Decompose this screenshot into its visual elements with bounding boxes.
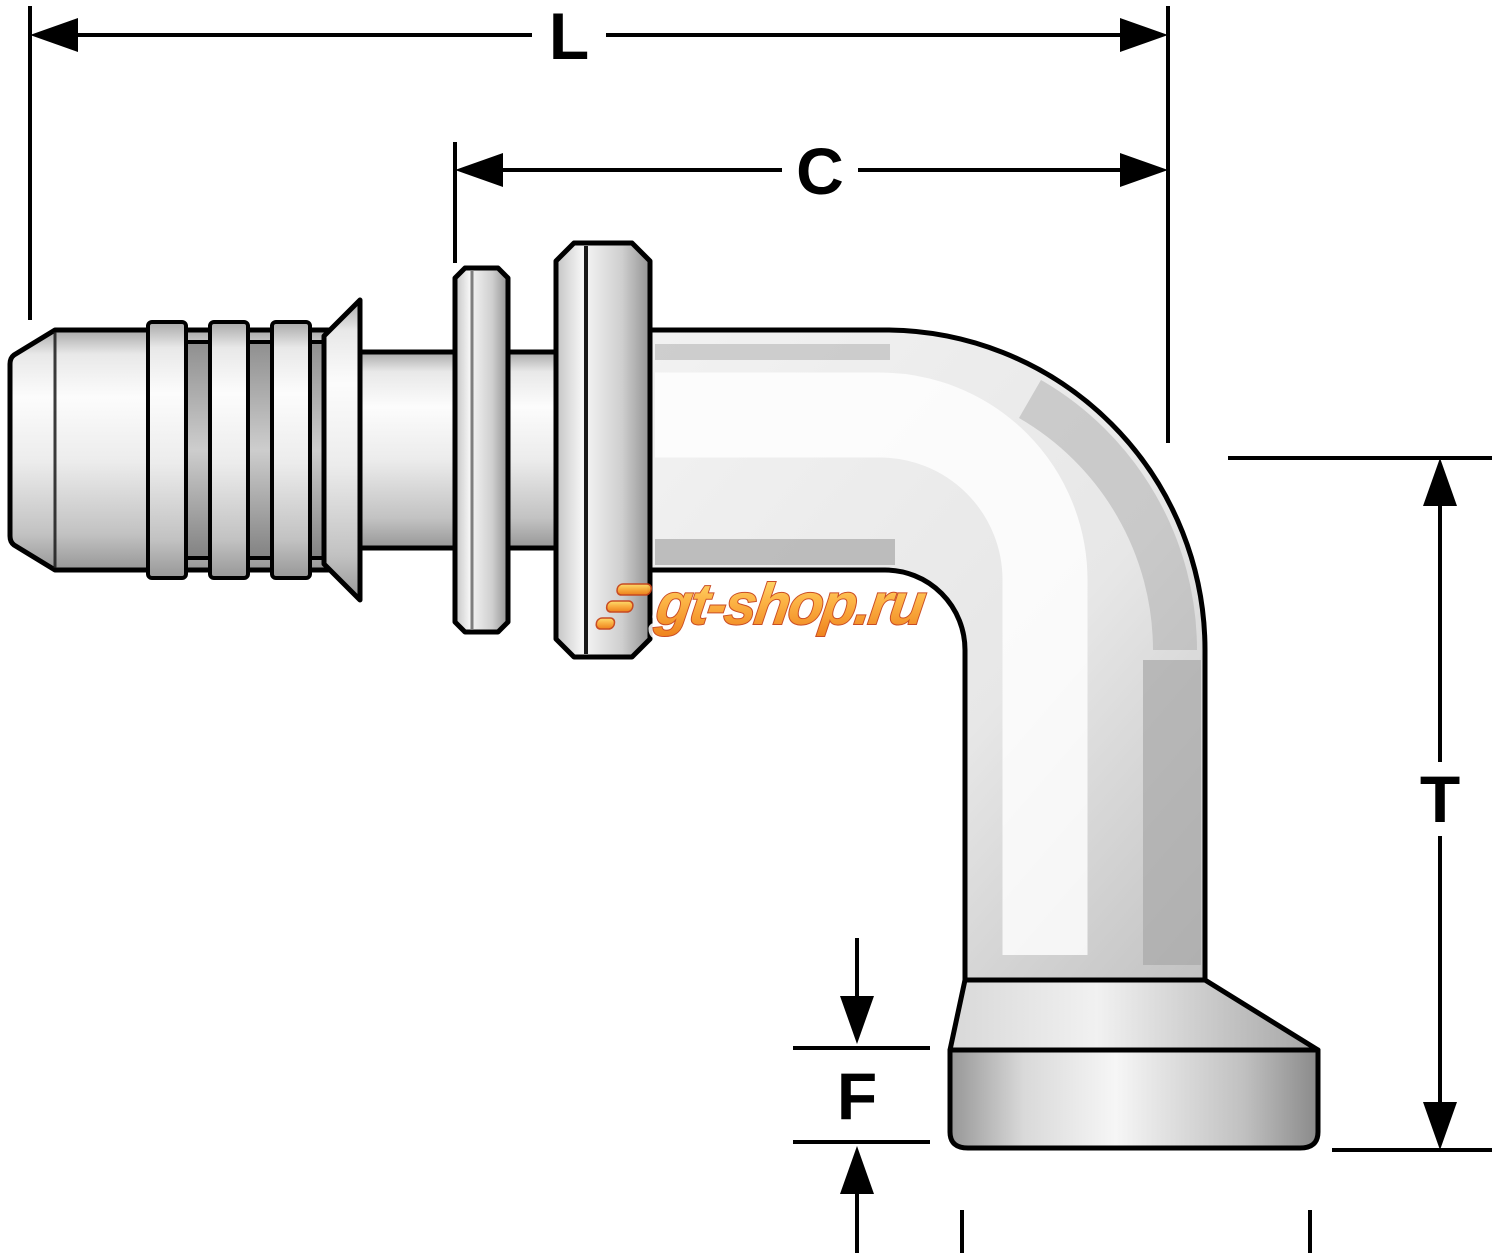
barb-groove-1 [184, 340, 212, 560]
dimension-C: C [453, 134, 1168, 263]
barb-rib-3 [270, 320, 312, 580]
barb-rib-2 [208, 320, 250, 580]
dimension-L: L [28, 0, 1170, 443]
watermark-speed-lines-icon [595, 583, 653, 630]
dim-c-label: C [796, 134, 844, 208]
dim-f-arrow-up-icon [840, 1146, 874, 1194]
dim-t-label: T [1420, 762, 1460, 836]
barb-groove-2 [246, 340, 274, 560]
flange-shoulder [947, 977, 1321, 1053]
dim-f-label: F [837, 1059, 877, 1133]
flange-width-marks [960, 1210, 1312, 1253]
dim-l-arrow-left-icon [30, 18, 78, 52]
barb-rib-1 [146, 320, 188, 580]
skive-flare [321, 297, 363, 603]
retaining-collar [452, 265, 511, 635]
dim-l-label: L [549, 0, 589, 73]
dim-c-arrow-right-icon [1120, 153, 1168, 187]
dim-l-arrow-right-icon [1120, 18, 1168, 52]
elbow-tube-shading [655, 344, 1201, 965]
dimension-F: F [793, 938, 930, 1253]
fitting-body [7, 240, 1321, 1151]
watermark: gt-shop.ru gt-shop.ru [595, 567, 935, 642]
dim-f-arrow-down-icon [840, 996, 874, 1044]
watermark-text: gt-shop.ru [651, 572, 929, 637]
watermark-text-halo: gt-shop.ru [651, 572, 929, 637]
dimension-T: T [1228, 456, 1492, 1152]
dim-t-arrow-down-icon [1423, 1102, 1457, 1150]
dim-c-arrow-left-icon [455, 153, 503, 187]
nut-collar [553, 240, 653, 660]
dim-t-arrow-up-icon [1423, 458, 1457, 506]
flange-disc [947, 1047, 1321, 1151]
